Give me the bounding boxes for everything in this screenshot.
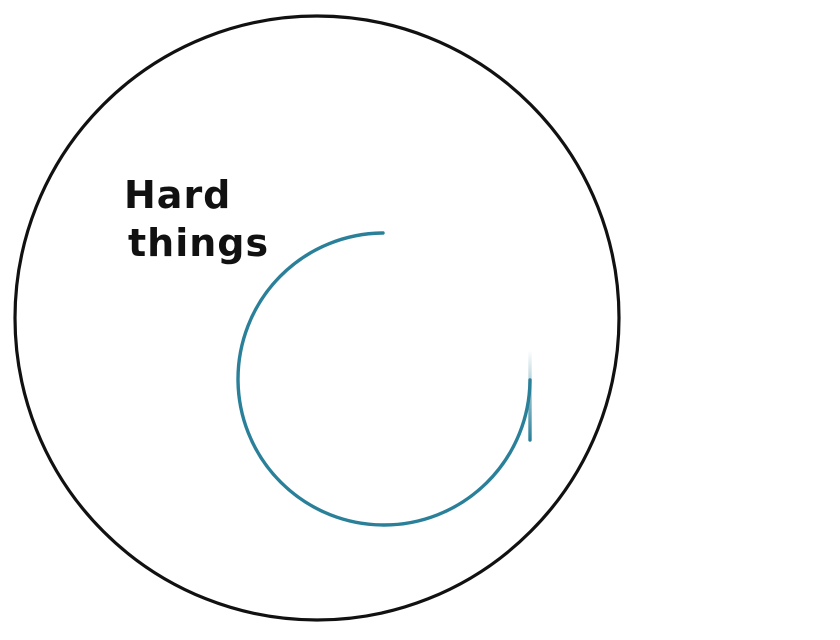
- outer-region-label-line-2: things: [128, 221, 269, 265]
- outer-region-label-line-1: Hard: [124, 173, 231, 217]
- outer-region-label: Hard things: [124, 173, 269, 265]
- inner-arc: [236, 231, 532, 527]
- outer-circle: [13, 14, 621, 622]
